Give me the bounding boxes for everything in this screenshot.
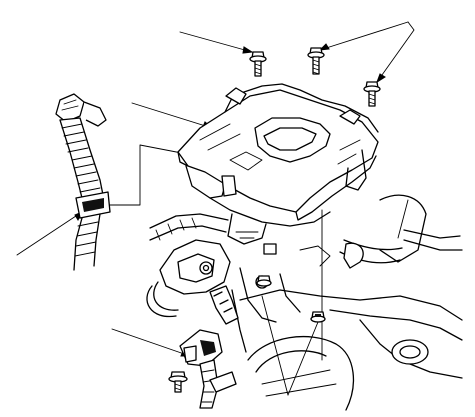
flange-bolt-icon (363, 81, 381, 107)
flange-bolt-icon (307, 47, 325, 75)
battery-tray-icon (177, 83, 379, 245)
terminal-bolt-icon (168, 371, 188, 393)
engine-bay-icon (146, 194, 463, 411)
terminal-bolt-icon (310, 311, 326, 323)
terminal-bolt-icon (256, 275, 272, 287)
battery-cable-icon (55, 93, 111, 271)
flange-bolt-icon (249, 51, 267, 77)
ground-cable-icon (179, 285, 239, 409)
